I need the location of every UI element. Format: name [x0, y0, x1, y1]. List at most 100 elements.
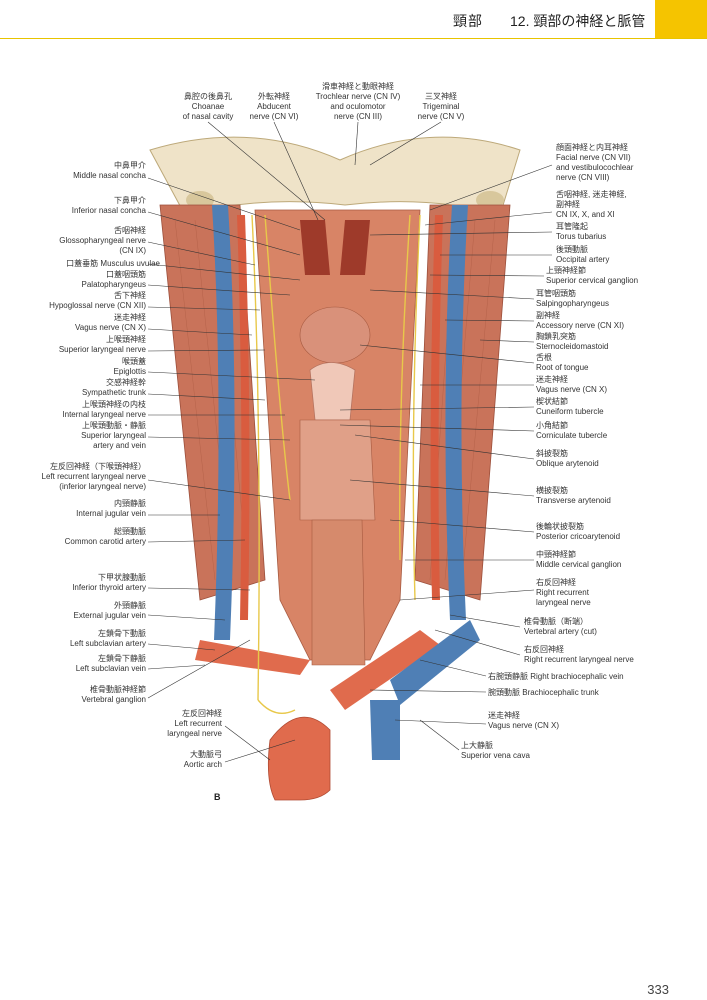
foramen-left: [186, 191, 214, 209]
label-jp: 迷走神経: [488, 711, 520, 720]
label-en: Epiglottis: [113, 367, 146, 376]
label-en: Sympathetic trunk: [81, 388, 146, 397]
aortic-arch: [267, 716, 331, 801]
label-en: Salpingopharyngeus: [536, 299, 609, 308]
label-en: CN IX, X, and XI: [556, 210, 615, 219]
label-jp: 楔状結節: [536, 397, 568, 406]
label-jp: 胸鎖乳突筋: [536, 332, 576, 341]
label-en: Brachiocephalic trunk: [522, 688, 599, 697]
label-jp: 内頸静脈: [114, 499, 146, 508]
label-en: Internal jugular vein: [76, 509, 146, 518]
label-jp: 下鼻甲介: [114, 196, 146, 205]
label-en: Occipital artery: [556, 255, 610, 264]
page-number: 333: [647, 982, 669, 997]
label-jp: 耳管咽頭筋: [536, 289, 576, 298]
label-abducent-nerve: 外転神経 Abducent nerve (CN VI): [250, 92, 299, 122]
label-en: Right recurrent laryngeal nerve: [524, 655, 634, 664]
right-jugular-vein: [445, 205, 468, 620]
label-jp: 外頸静脈: [114, 601, 146, 610]
label-en: Vagus nerve (CN X): [488, 721, 559, 730]
brachiocephalic-trunk: [330, 630, 440, 710]
label-en: Middle cervical ganglion: [536, 560, 622, 569]
label-en: Glossopharyngeal nerve (CN IX): [59, 236, 146, 255]
label-jp: 耳管隆起: [556, 222, 588, 231]
label-en: Choanae of nasal cavity: [182, 102, 234, 121]
label-jp: 口蓋垂筋: [66, 259, 99, 268]
label-en: Internal laryngeal nerve: [62, 410, 146, 419]
label-jp: 後輪状披裂筋: [536, 522, 584, 531]
label-en: Left recurrent laryngeal nerve (inferior…: [41, 472, 147, 491]
label-en: Left recurrent laryngeal nerve: [167, 719, 222, 738]
label-jp: 左鎖骨下静脈: [98, 654, 146, 663]
label-jp: 外転神経: [258, 92, 290, 101]
label-jp: 下甲状腺動脈: [98, 573, 146, 582]
label-jp: 小角結節: [536, 421, 568, 430]
figure-letter: B: [214, 792, 221, 802]
superior-vena-cava: [370, 700, 400, 760]
label-jp: 左鎖骨下動脈: [98, 629, 146, 638]
label-en: Aortic arch: [183, 760, 222, 769]
label-jp: 腕頭動脈: [488, 688, 520, 697]
label-en: Left subclavian vein: [75, 664, 146, 673]
label-jp: 上大静脈: [461, 741, 493, 750]
label-jp: 中鼻甲介: [114, 161, 146, 170]
larynx: [299, 419, 376, 521]
label-jp: 舌根: [536, 353, 552, 362]
label-jp: 総頸動脈: [114, 527, 146, 536]
label-en: Vagus nerve (CN X): [75, 323, 146, 332]
page-header: 頸部 12. 頸部の神経と脈管: [0, 0, 707, 39]
label-jp: 副神経: [536, 311, 560, 320]
label-en: Facial nerve (CN VII) and vestibulocochl…: [556, 153, 634, 182]
label-jp: 上喉頭神経の内枝: [82, 400, 146, 409]
label-en: Superior vena cava: [461, 751, 530, 760]
label-en: Inferior nasal concha: [71, 206, 146, 215]
label-en: External jugular vein: [73, 611, 146, 620]
label-jp: 左反回神経（下喉頭神経）: [50, 462, 146, 471]
label-jp: 舌咽神経, 迷走神経, 副神経: [556, 190, 627, 209]
label-jp: 三叉神経: [425, 92, 457, 101]
label-jp: 大動脈弓: [190, 750, 222, 759]
label-left-12: 左反回神経（下喉頭神経）Left recurrent laryngeal ner…: [42, 462, 147, 492]
label-en: Trochlear nerve (CN IV) and oculomotor n…: [315, 92, 401, 121]
label-jp: 迷走神経: [114, 313, 146, 322]
label-en: Palatopharyngeus: [81, 280, 147, 289]
chapter-tab: [655, 0, 707, 38]
label-jp: 椎骨動脈神経節: [90, 685, 146, 694]
label-en: Right recurrent laryngeal nerve: [536, 588, 591, 607]
label-en: Posterior cricoarytenoid: [536, 532, 621, 541]
label-en: Middle nasal concha: [73, 171, 146, 180]
label-jp: 鼻腔の後鼻孔: [183, 92, 232, 101]
label-en: Right brachiocephalic vein: [530, 672, 624, 681]
label-en: Abducent nerve (CN VI): [249, 102, 299, 121]
label-en: Vagus nerve (CN X): [536, 385, 607, 394]
label-left-3: 口蓋垂筋 Musculus uvulae: [66, 259, 160, 269]
label-jp: 上喉頭神経: [106, 335, 146, 344]
left-subclavian-artery: [195, 640, 310, 675]
label-jp: 迷走神経: [536, 375, 568, 384]
label-jp: 上頸神経節: [546, 266, 586, 275]
label-jp: 顔面神経と内耳神経: [556, 143, 628, 152]
label-jp: 口蓋咽頭筋: [106, 270, 146, 279]
label-en: Transverse arytenoid: [536, 496, 611, 505]
